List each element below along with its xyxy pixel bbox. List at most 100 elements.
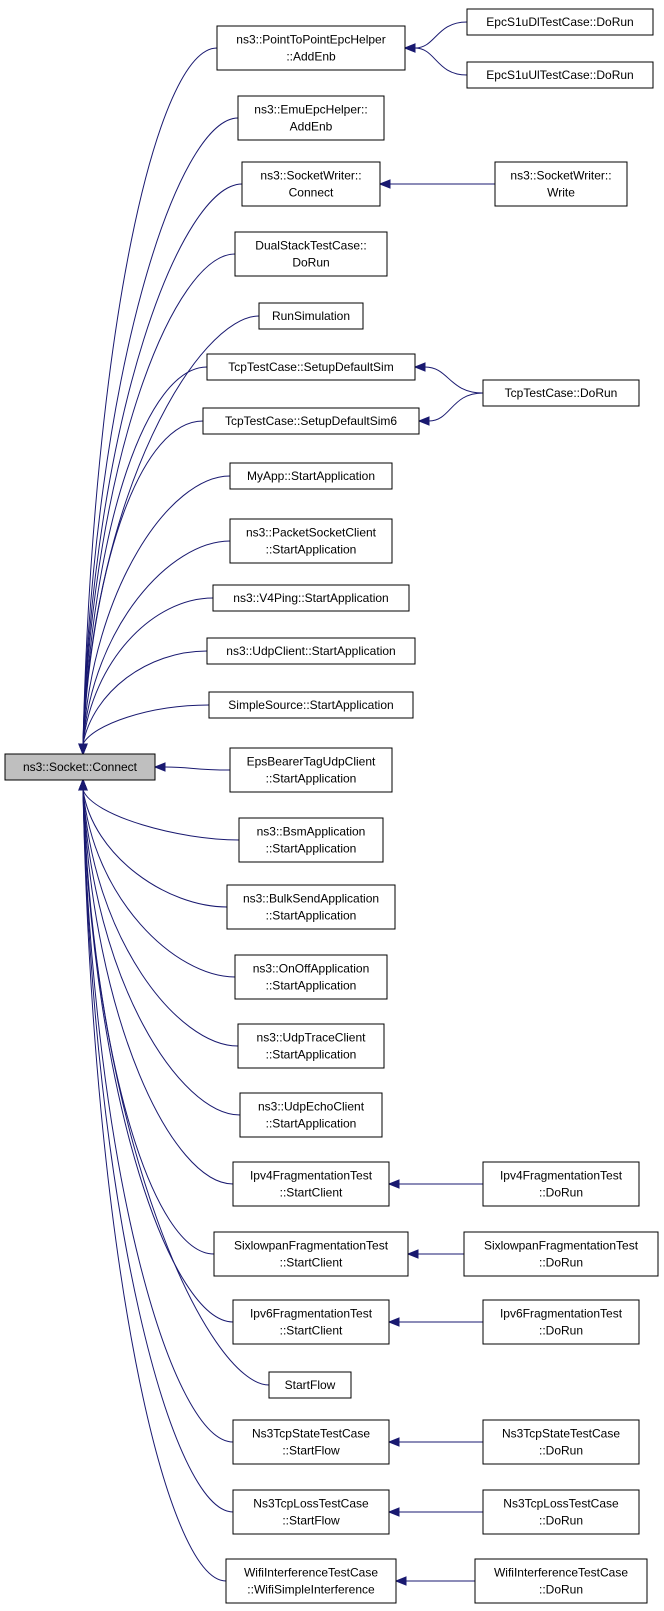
- edge-p2p-addenb-to-root: [78, 47, 218, 756]
- node-packetsock[interactable]: ns3::PacketSocketClient::StartApplicatio…: [229, 518, 393, 564]
- node-label: DoRun: [292, 256, 329, 270]
- edge-onoff-to-root: [78, 778, 236, 978]
- node-box: [226, 884, 396, 930]
- edge-line: [82, 420, 204, 745]
- node-label: ::StartApplication: [266, 772, 357, 786]
- edge-wifiinterf-to-root: [78, 778, 227, 1582]
- node-sw-connect[interactable]: ns3::SocketWriter::Connect: [241, 161, 381, 207]
- edge-line: [82, 183, 243, 745]
- edge-line: [82, 117, 239, 745]
- node-ipv6frag[interactable]: Ipv6FragmentationTest::StartClient: [232, 1299, 390, 1345]
- edge-sw-connect-to-root: [78, 183, 243, 756]
- edge-udpclient-to-root: [78, 650, 208, 756]
- node-bulksend[interactable]: ns3::BulkSendApplication::StartApplicati…: [226, 884, 396, 930]
- arrowhead: [394, 1576, 407, 1586]
- node-box: [232, 1489, 390, 1535]
- node-root[interactable]: ns3::Socket::Connect: [4, 753, 156, 781]
- node-wifiinterf[interactable]: WifiInterferenceTestCase::WifiSimpleInte…: [225, 1558, 397, 1604]
- node-ns3tcpstate[interactable]: Ns3TcpStateTestCase::StartFlow: [232, 1419, 390, 1465]
- node-p2p-addenb[interactable]: ns3::PointToPointEpcHelper::AddEnb: [216, 25, 406, 71]
- arrowhead: [153, 762, 166, 772]
- node-label: ns3::Socket::Connect: [23, 760, 138, 774]
- node-label: EpcS1uDlTestCase::DoRun: [486, 15, 633, 29]
- node-box: [482, 1299, 640, 1345]
- node-label: EpsBearerTagUdpClient: [247, 755, 376, 769]
- arrowhead: [387, 1507, 400, 1517]
- arrowhead: [413, 362, 426, 372]
- node-label: ::DoRun: [539, 1186, 583, 1200]
- node-tcp-setup[interactable]: TcpTestCase::SetupDefaultSim: [206, 353, 416, 381]
- node-udpecho[interactable]: ns3::UdpEchoClient::StartApplication: [239, 1092, 383, 1138]
- node-udpclient[interactable]: ns3::UdpClient::StartApplication: [206, 637, 416, 665]
- node-box: [213, 1231, 409, 1277]
- node-sixlowpan-dorun[interactable]: SixlowpanFragmentationTest::DoRun: [463, 1231, 659, 1277]
- edge-line: [82, 704, 210, 745]
- node-box: [238, 817, 384, 863]
- node-epcs1uul[interactable]: EpcS1uUlTestCase::DoRun: [466, 61, 654, 89]
- node-label: ns3::UdpEchoClient: [258, 1100, 365, 1114]
- nodes-layer: ns3::Socket::Connect ns3::PointToPointEpc…: [4, 8, 659, 1604]
- node-tcp-dorun[interactable]: TcpTestCase::DoRun: [482, 379, 640, 407]
- node-ns3tcploss-dorun[interactable]: Ns3TcpLossTestCase::DoRun: [482, 1489, 640, 1535]
- node-label: ns3::SocketWriter::: [510, 169, 611, 183]
- edge-line: [82, 540, 231, 745]
- node-box: [239, 1092, 383, 1138]
- node-ipv4frag-dorun[interactable]: Ipv4FragmentationTest::DoRun: [482, 1161, 640, 1207]
- edge-line: [82, 366, 208, 745]
- node-simplesource[interactable]: SimpleSource::StartApplication: [208, 691, 414, 719]
- node-tcp-setup6[interactable]: TcpTestCase::SetupDefaultSim6: [202, 407, 420, 435]
- node-box: [232, 1299, 390, 1345]
- node-epcs1udl[interactable]: EpcS1uDlTestCase::DoRun: [466, 8, 654, 36]
- node-label: MyApp::StartApplication: [247, 469, 375, 483]
- node-label: ::DoRun: [539, 1256, 583, 1270]
- edge-line: [82, 789, 241, 1116]
- arrowhead: [387, 1317, 400, 1327]
- edges-layer: [78, 21, 495, 1586]
- node-epsbearer[interactable]: EpsBearerTagUdpClient::StartApplication: [229, 747, 393, 793]
- node-label: ns3::BsmApplication: [257, 825, 366, 839]
- node-label: ::StartApplication: [266, 979, 357, 993]
- node-label: ::DoRun: [539, 1583, 583, 1597]
- node-ipv6frag-dorun[interactable]: Ipv6FragmentationTest::DoRun: [482, 1299, 640, 1345]
- edge-line: [82, 789, 270, 1386]
- edge-ipv6frag-dorun-to-ipv6frag: [387, 1317, 483, 1327]
- node-box: [474, 1558, 648, 1604]
- node-sw-write[interactable]: ns3::SocketWriter::Write: [494, 161, 628, 207]
- edge-line: [82, 789, 215, 1255]
- node-label: ::StartApplication: [266, 842, 357, 856]
- node-ns3tcpstate-dorun[interactable]: Ns3TcpStateTestCase::DoRun: [482, 1419, 640, 1465]
- node-box: [206, 353, 416, 381]
- node-label: ::StartApplication: [266, 1048, 357, 1062]
- node-runsim[interactable]: RunSimulation: [258, 302, 364, 330]
- node-label: StartFlow: [285, 1378, 336, 1392]
- edge-line: [82, 789, 227, 1582]
- edge-line: [428, 392, 484, 422]
- node-label: ::StartClient: [280, 1256, 343, 1270]
- node-box: [482, 1489, 640, 1535]
- node-label: ns3::SocketWriter::: [260, 169, 361, 183]
- node-ipv4frag[interactable]: Ipv4FragmentationTest::StartClient: [232, 1161, 390, 1207]
- node-udptrace[interactable]: ns3::UdpTraceClient::StartApplication: [237, 1023, 385, 1069]
- node-label: ns3::PacketSocketClient: [246, 526, 377, 540]
- node-onoff[interactable]: ns3::OnOffApplication::StartApplication: [234, 954, 388, 1000]
- node-v4ping[interactable]: ns3::V4Ping::StartApplication: [212, 584, 410, 612]
- edge-udptrace-to-root: [78, 778, 239, 1047]
- node-startflow[interactable]: StartFlow: [268, 1371, 352, 1399]
- node-wifiinterf-dorun[interactable]: WifiInterferenceTestCase::DoRun: [474, 1558, 648, 1604]
- node-label: RunSimulation: [272, 309, 350, 323]
- node-myapp[interactable]: MyApp::StartApplication: [229, 462, 393, 490]
- node-emu-addenb[interactable]: ns3::EmuEpcHelper::AddEnb: [237, 95, 385, 141]
- node-label: AddEnb: [290, 120, 333, 134]
- node-box: [225, 1558, 397, 1604]
- node-ns3tcploss[interactable]: Ns3TcpLossTestCase::StartFlow: [232, 1489, 390, 1535]
- node-bsm[interactable]: ns3::BsmApplication::StartApplication: [238, 817, 384, 863]
- node-label: SixlowpanFragmentationTest: [484, 1239, 639, 1253]
- node-label: Ipv4FragmentationTest: [250, 1169, 373, 1183]
- node-box: [234, 231, 388, 277]
- edge-tcp-dorun-to-tcp-setup: [413, 362, 484, 394]
- node-sixlowpan[interactable]: SixlowpanFragmentationTest::StartClient: [213, 1231, 409, 1277]
- node-dualstack[interactable]: DualStackTestCase::DoRun: [234, 231, 388, 277]
- node-label: Connect: [289, 186, 334, 200]
- edge-wifiinterf-dorun-to-wifiinterf: [394, 1576, 476, 1586]
